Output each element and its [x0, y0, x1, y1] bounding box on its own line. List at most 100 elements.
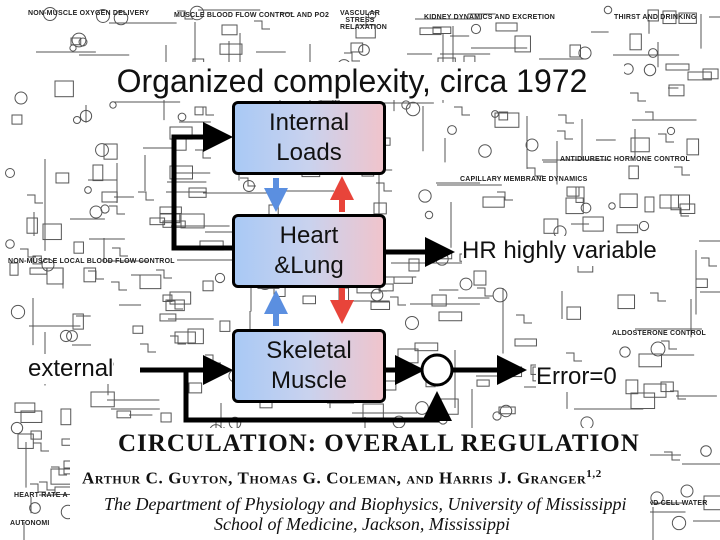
schematic-mark	[71, 32, 87, 48]
schematic-mark	[30, 483, 46, 493]
paper-school: School of Medicine, Jackson, Mississippi	[214, 514, 510, 534]
schematic-mark	[408, 258, 420, 272]
section-label: AUTONOMI	[10, 520, 50, 527]
schematic-mark	[525, 138, 539, 152]
schematic-mark	[648, 48, 658, 58]
schematic-mark	[26, 217, 38, 234]
schematic-mark	[358, 44, 370, 56]
schematic-mark	[625, 379, 639, 395]
error-label: Error=0	[536, 362, 617, 392]
schematic-mark	[664, 451, 680, 461]
schematic-mark	[477, 287, 493, 297]
schematic-mark	[59, 329, 73, 343]
schematic-mark	[658, 133, 674, 143]
schematic-mark	[432, 26, 452, 35]
schematic-mark	[189, 5, 205, 21]
schematic-mark	[659, 194, 679, 209]
schematic-mark	[90, 391, 115, 408]
schematic-mark	[55, 172, 70, 184]
schematic-mark	[188, 187, 207, 198]
schematic-mark	[482, 196, 505, 208]
paper-header-background	[70, 428, 650, 540]
schematic-mark	[650, 491, 664, 505]
schematic-mark	[169, 291, 192, 305]
schematic-mark	[470, 23, 482, 35]
schematic-mark	[630, 392, 656, 410]
schematic-mark	[367, 10, 377, 20]
schematic-mark	[473, 270, 487, 286]
schematic-mark	[447, 125, 457, 135]
schematic-mark	[492, 411, 502, 421]
schematic-mark	[647, 9, 659, 22]
schematic-mark	[459, 277, 473, 291]
schematic-mark	[14, 91, 28, 105]
schematic-mark	[302, 295, 316, 305]
schematic-mark	[20, 248, 36, 258]
schematic-mark	[11, 114, 23, 125]
schematic-mark	[418, 189, 432, 203]
schematic-mark	[41, 258, 55, 272]
schematic-mark	[478, 144, 492, 158]
schematic-mark	[670, 390, 686, 400]
hr-variable-label: HR highly variable	[462, 236, 657, 266]
schematic-mark	[159, 313, 177, 322]
section-label: ALDOSTERONE CONTROL	[612, 330, 707, 337]
heart-lung-box: Heart &Lung	[232, 214, 386, 288]
schematic-mark	[202, 280, 214, 292]
schematic-mark	[29, 502, 41, 514]
schematic-mark	[5, 239, 15, 249]
schematic-mark	[180, 213, 205, 229]
schematic-mark	[109, 205, 125, 215]
schematic-mark	[194, 106, 204, 116]
schematic-mark	[132, 325, 144, 334]
schematic-mark	[140, 343, 156, 353]
schematic-mark	[630, 92, 646, 102]
schematic-mark	[51, 466, 67, 476]
schematic-mark	[566, 306, 582, 320]
schematic-mark	[695, 278, 708, 288]
section-label: NON-MUSCLE LOCAL BLOOD FLOW CONTROL	[8, 258, 175, 265]
schematic-mark	[240, 177, 256, 187]
schematic-mark	[497, 191, 513, 201]
schematic-mark	[680, 484, 694, 498]
schematic-mark	[566, 186, 580, 197]
schematic-mark	[373, 202, 387, 215]
schematic-mark	[686, 138, 700, 156]
schematic-mark	[499, 404, 513, 418]
schematic-mark	[687, 71, 712, 81]
schematic-mark	[84, 186, 92, 194]
schematic-mark	[454, 106, 470, 116]
schematic-mark	[9, 262, 19, 276]
schematic-mark	[109, 101, 117, 109]
schematic-mark	[159, 206, 182, 214]
schematic-mark	[603, 5, 613, 15]
schematic-mark	[39, 481, 55, 491]
schematic-mark	[608, 202, 616, 210]
schematic-mark	[619, 346, 631, 358]
schematic-mark	[32, 255, 42, 265]
slide-title: Organized complexity, circa 1972	[116, 63, 588, 99]
schematic-mark	[661, 340, 677, 350]
schematic-mark	[370, 288, 384, 302]
schematic-mark	[671, 515, 687, 531]
schematic-mark	[629, 33, 642, 51]
schematic-mark	[543, 218, 559, 234]
schematic-mark	[666, 126, 676, 136]
bottom-feedback-line	[183, 370, 452, 423]
section-label: HEART RATE A	[14, 492, 68, 499]
schematic-mark	[578, 46, 592, 60]
schematic-mark	[66, 330, 78, 342]
schematic-mark	[668, 84, 685, 97]
schematic-mark	[495, 22, 518, 32]
schematic-mark	[165, 299, 185, 312]
schematic-mark	[156, 269, 172, 279]
schematic-mark	[149, 217, 166, 226]
feedback-line	[171, 122, 234, 251]
schematic-mark	[73, 241, 84, 254]
schematic-mark	[582, 216, 604, 232]
schematic-mark	[169, 165, 193, 180]
section-label: MUSCLE BLOOD FLOW CONTROL AND PO2	[174, 12, 330, 19]
schematic-mark	[42, 6, 58, 22]
schematic-mark	[405, 316, 419, 330]
schematic-mark	[565, 197, 584, 215]
